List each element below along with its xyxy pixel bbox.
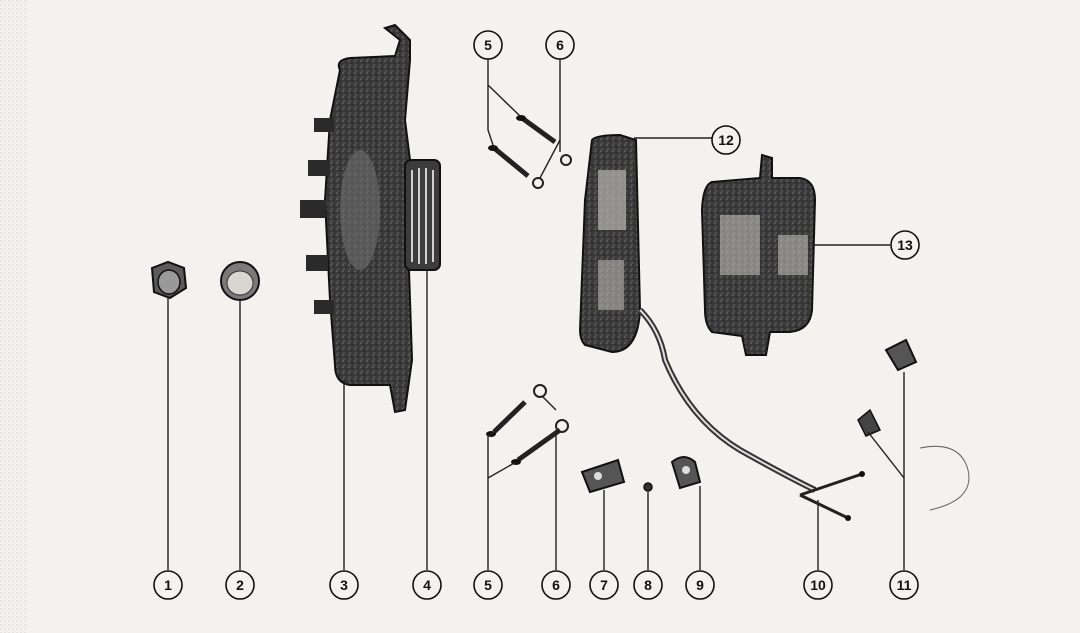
callout-number: 1 (164, 577, 172, 593)
callout-number: 4 (423, 577, 431, 593)
part-clamp-2 (670, 456, 702, 490)
part-wires (799, 471, 865, 521)
part-washer (220, 261, 260, 301)
callout-number: 9 (696, 577, 704, 593)
scan-scribble (919, 445, 970, 511)
callout-number: 5 (484, 577, 492, 593)
callout-9: 9 (685, 570, 715, 600)
callout-11: 11 (889, 570, 919, 600)
callout-3: 3 (329, 570, 359, 600)
part-screws-lower (486, 400, 562, 465)
part-clamp (580, 458, 626, 494)
callout-circle (890, 230, 920, 260)
callout-number: 11 (897, 577, 912, 593)
leader-lines (167, 59, 905, 570)
callout-number: 8 (644, 577, 652, 593)
part-flywheel (300, 23, 414, 414)
callout-circle (329, 570, 359, 600)
callout-12: 12 (711, 125, 741, 155)
callout-number: 13 (897, 237, 913, 253)
part-small-screw (643, 482, 653, 492)
callout-circle (685, 570, 715, 600)
callout-circle (412, 570, 442, 600)
part-nut (150, 260, 188, 300)
callout-number: 6 (556, 37, 564, 53)
callout-2: 2 (225, 570, 255, 600)
part-hub (404, 159, 441, 271)
callout-circle (711, 125, 741, 155)
callout-number: 2 (236, 577, 244, 593)
callout-circle (589, 570, 619, 600)
part-lockwashers-upper (532, 154, 572, 189)
callout-5: 5 (473, 30, 503, 60)
callout-circle (545, 30, 575, 60)
callout-8: 8 (633, 570, 663, 600)
callout-circle (541, 570, 571, 600)
part-grommet (857, 338, 918, 437)
callout-6: 6 (545, 30, 575, 60)
callout-number: 3 (340, 577, 348, 593)
callout-10: 10 (803, 570, 833, 600)
part-screws-upper (488, 115, 557, 178)
callout-circle (633, 570, 663, 600)
callout-circle (889, 570, 919, 600)
callout-circle (473, 30, 503, 60)
callout-number: 12 (718, 132, 734, 148)
callout-number: 7 (600, 577, 608, 593)
part-stator (578, 133, 817, 493)
callout-circle (153, 570, 183, 600)
callout-4: 4 (412, 570, 442, 600)
part-sleeve (700, 153, 817, 356)
scan-noise (0, 0, 28, 633)
callout-circle (473, 570, 503, 600)
callout-number: 6 (552, 577, 560, 593)
callout-circle (803, 570, 833, 600)
callout-6: 6 (541, 570, 571, 600)
callout-13: 13 (890, 230, 920, 260)
callout-7: 7 (589, 570, 619, 600)
callout-1: 1 (153, 570, 183, 600)
callout-circle (225, 570, 255, 600)
callout-number: 5 (484, 37, 492, 53)
callout-number: 10 (810, 577, 826, 593)
part-lockwashers-lower (533, 384, 569, 433)
callout-5: 5 (473, 570, 503, 600)
